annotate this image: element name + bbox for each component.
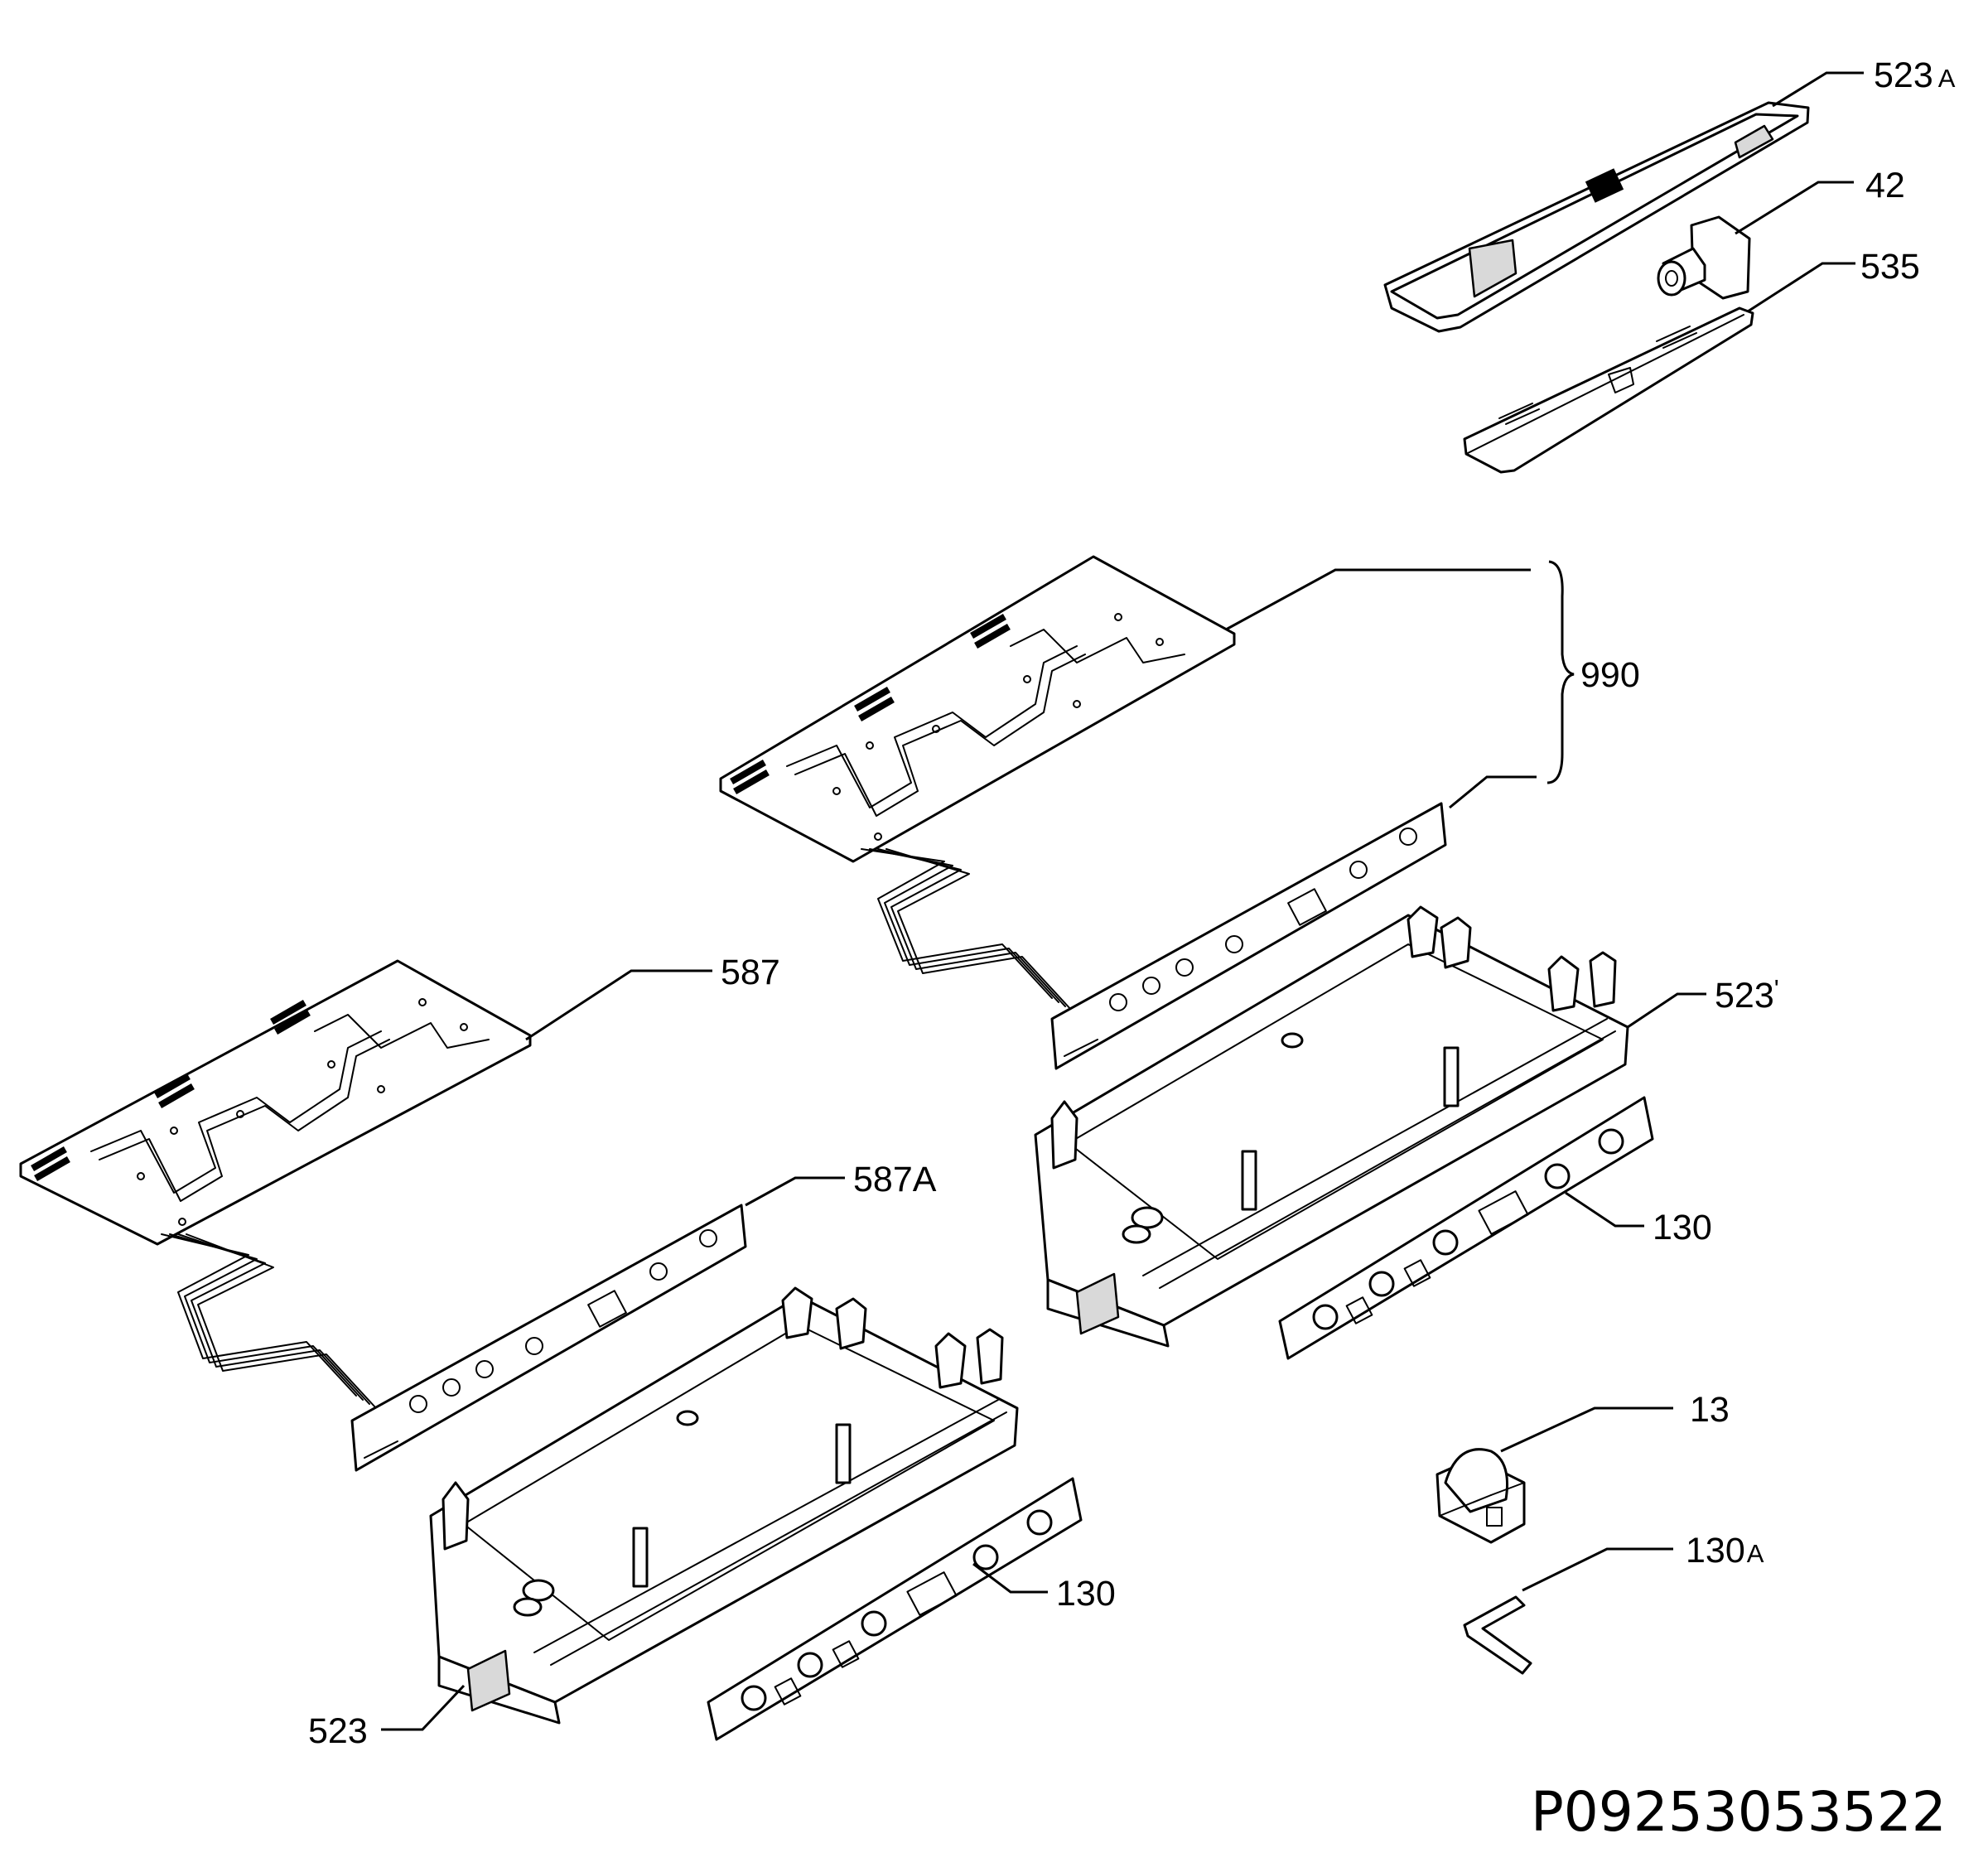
part-990-upper-pcb xyxy=(719,555,1236,1011)
label-130-left: 130 xyxy=(1056,1574,1116,1614)
part-13-switch xyxy=(1436,1448,1526,1544)
part-130-right-knob-panel xyxy=(1278,1096,1654,1360)
label-523-right: 523' xyxy=(1715,974,1779,1016)
label-523-right-num: 523 xyxy=(1715,976,1774,1016)
part-42-bushing xyxy=(1657,215,1751,300)
label-130-right: 130 xyxy=(1653,1208,1712,1247)
label-523-left: 523 xyxy=(308,1711,368,1751)
label-42: 42 xyxy=(1865,166,1905,205)
label-990: 990 xyxy=(1580,655,1640,695)
drawing-code: P09253053522 xyxy=(1531,1780,1947,1844)
part-587a-lower-control-strip xyxy=(350,1204,747,1472)
label-535: 535 xyxy=(1860,247,1920,287)
part-523a-handle-tray xyxy=(1383,101,1810,333)
label-130a-num: 130 xyxy=(1686,1531,1745,1570)
part-587-lower-pcb xyxy=(19,959,532,1409)
label-587: 587 xyxy=(721,953,780,992)
leader-lines xyxy=(381,71,1864,1731)
label-130a: 130A xyxy=(1686,1531,1764,1570)
label-587a: 587A xyxy=(853,1160,937,1199)
part-130a-angle-piece xyxy=(1463,1595,1532,1675)
label-523-right-suffix: ' xyxy=(1774,974,1779,1003)
part-523-left-housing xyxy=(429,1286,1019,1725)
part-990-upper-control-strip xyxy=(1050,802,1447,1070)
part-535-bar xyxy=(1463,306,1754,474)
label-523a-suffix: A xyxy=(1938,64,1956,93)
label-523a-num: 523 xyxy=(1874,55,1933,95)
part-130-left-knob-panel xyxy=(707,1477,1083,1741)
label-13: 13 xyxy=(1690,1390,1730,1430)
part-523-right-housing xyxy=(1034,905,1629,1348)
label-130a-suffix: A xyxy=(1747,1539,1764,1568)
